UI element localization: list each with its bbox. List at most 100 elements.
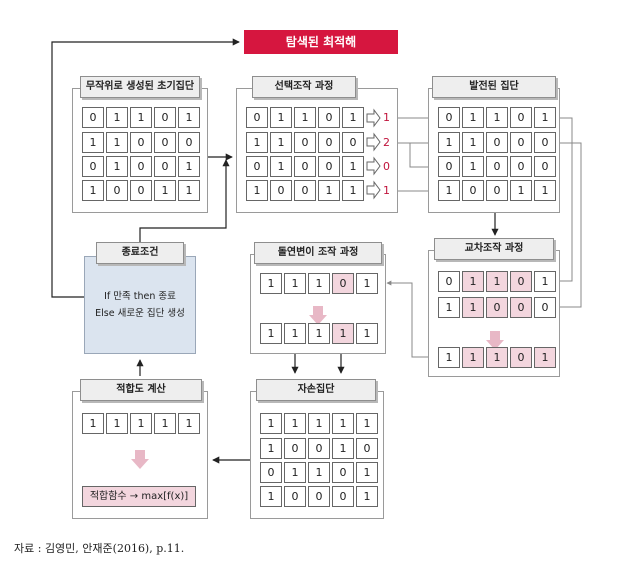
bit-cell: 0 — [438, 271, 460, 292]
bit-cell: 1 — [178, 413, 200, 434]
bit-cell: 1 — [342, 156, 364, 177]
bit-cell: 1 — [318, 180, 340, 201]
bit-cell: 1 — [510, 180, 532, 201]
bit-cell: 1 — [246, 180, 268, 201]
termination-else-line: Else 새로운 집단 생성 — [95, 308, 185, 319]
offspring-row-4: 1 0 0 0 1 — [260, 486, 378, 507]
selection-count-1: 1 — [383, 111, 390, 124]
hollow-arrow-icon — [366, 180, 381, 200]
bit-cell: 0 — [510, 297, 532, 318]
bit-cell: 1 — [462, 347, 484, 368]
fitness-row: 1 1 1 1 1 — [82, 413, 200, 434]
bit-cell: 0 — [130, 132, 152, 153]
bit-cell: 0 — [510, 156, 532, 177]
developed-row1-to-crossover — [551, 117, 573, 284]
bit-cell: 0 — [356, 438, 378, 459]
bit-cell: 1 — [130, 413, 152, 434]
select-row2b-line — [409, 143, 437, 170]
crossover-header: 교차조작 과정 — [434, 238, 554, 260]
bit-cell: 0 — [318, 132, 340, 153]
bit-cell: 0 — [534, 156, 556, 177]
termination-to-selection-arrow — [139, 159, 230, 242]
bit-cell: 0 — [486, 297, 508, 318]
source-caption: 자료 : 김영민, 안재준(2016), p.11. — [14, 542, 185, 555]
bit-cell: 1 — [438, 347, 460, 368]
bit-cell: 1 — [332, 413, 354, 434]
fitness-down-arrow-icon — [131, 450, 149, 469]
bit-cell: 1 — [106, 132, 128, 153]
bit-cell: 1 — [462, 107, 484, 128]
crossover-row-1: 0 1 1 0 1 — [438, 271, 556, 292]
bit-cell: 1 — [130, 107, 152, 128]
bit-cell: 0 — [510, 107, 532, 128]
initial-row-4: 1 0 0 1 1 — [82, 180, 200, 201]
bit-cell: 1 — [486, 347, 508, 368]
bit-cell: 0 — [154, 107, 176, 128]
bit-cell: 1 — [534, 180, 556, 201]
termination-to-result-arrow — [51, 38, 240, 298]
bit-cell: 1 — [356, 273, 378, 294]
optimal-solution-title: 탐색된 최적해 — [244, 30, 398, 54]
bit-cell: 0 — [154, 156, 176, 177]
bit-cell: 0 — [260, 462, 282, 483]
selection-arrow-icons — [366, 108, 381, 200]
bit-cell: 1 — [284, 323, 306, 344]
bit-cell: 0 — [270, 180, 292, 201]
bit-cell: 1 — [486, 271, 508, 292]
bit-cell: 1 — [438, 297, 460, 318]
bit-cell: 0 — [332, 486, 354, 507]
bit-cell: 1 — [260, 438, 282, 459]
bit-cell: 1 — [342, 107, 364, 128]
crossover-result-row: 1 1 1 0 1 — [438, 347, 556, 368]
bit-cell: 1 — [308, 462, 330, 483]
selection-count-4: 1 — [383, 184, 390, 197]
crossover-row-2: 1 1 0 0 0 — [438, 297, 556, 318]
bit-cell: 1 — [270, 156, 292, 177]
bit-cell: 1 — [356, 323, 378, 344]
bit-cell: 1 — [332, 323, 354, 344]
initial-row-1: 0 1 1 0 1 — [82, 107, 200, 128]
crossover-down-arrow-icon — [486, 331, 504, 350]
bit-cell: 0 — [284, 486, 306, 507]
bit-cell: 0 — [308, 486, 330, 507]
hollow-arrow-icon — [366, 132, 381, 152]
bit-cell: 1 — [356, 462, 378, 483]
selection-row-3: 0 1 0 0 1 — [246, 156, 364, 177]
bit-cell: 0 — [438, 107, 460, 128]
developed-row-2: 1 1 0 0 0 — [438, 132, 556, 153]
bit-cell: 0 — [318, 107, 340, 128]
bit-cell: 0 — [462, 180, 484, 201]
initial-population-header: 무작위로 생성된 초기집단 — [80, 76, 200, 98]
bit-cell: 1 — [438, 132, 460, 153]
bit-cell: 1 — [82, 413, 104, 434]
bit-cell: 0 — [294, 132, 316, 153]
selection-header: 선택조작 과정 — [252, 76, 356, 98]
hollow-arrow-icon — [366, 108, 381, 128]
bit-cell: 0 — [130, 180, 152, 201]
mutation-before-row: 1 1 1 0 1 — [260, 273, 378, 294]
bit-cell: 1 — [154, 180, 176, 201]
bit-cell: 1 — [356, 486, 378, 507]
bit-cell: 1 — [438, 180, 460, 201]
offspring-row-2: 1 0 0 1 0 — [260, 438, 378, 459]
bit-cell: 0 — [294, 156, 316, 177]
developed-row2-to-crossover — [551, 142, 582, 310]
developed-population-header: 발전된 집단 — [432, 76, 556, 98]
bit-cell: 1 — [106, 156, 128, 177]
bit-cell: 1 — [308, 413, 330, 434]
bit-cell: 1 — [294, 107, 316, 128]
bit-cell: 0 — [342, 132, 364, 153]
bit-cell: 1 — [356, 413, 378, 434]
offspring-row-1: 1 1 1 1 1 — [260, 413, 378, 434]
bit-cell: 1 — [260, 323, 282, 344]
bit-cell: 0 — [154, 132, 176, 153]
bit-cell: 1 — [270, 132, 292, 153]
bit-cell: 1 — [462, 156, 484, 177]
selection-row-4: 1 0 0 1 1 — [246, 180, 364, 201]
bit-cell: 0 — [294, 180, 316, 201]
selection-count-2: 2 — [383, 136, 390, 149]
bit-cell: 0 — [82, 156, 104, 177]
hollow-arrow-icon — [366, 156, 381, 176]
crossover-to-mutation-line — [386, 280, 438, 358]
